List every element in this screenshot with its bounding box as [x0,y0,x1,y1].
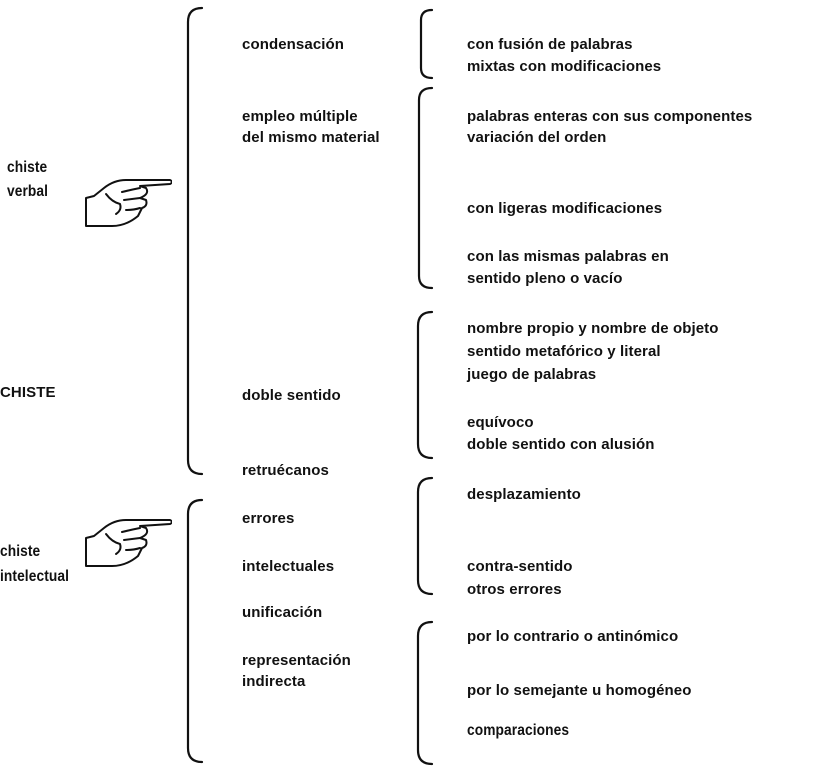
detail-condensacion-1: con fusión de palabras [467,36,633,53]
detail-errores-b-1: contra-sentido [467,558,573,575]
detail-errores-b-2: otros errores [467,581,562,598]
technique-condensacion: condensación [242,36,345,53]
brace-empleo-multiple [417,86,434,290]
technique-representacion-2: indirecta [242,673,306,690]
technique-empleo-2: del mismo material [242,129,380,146]
detail-repr-a: por lo contrario o antinómico [467,628,679,645]
detail-empleo-c-2: sentido pleno o vacío [467,270,623,287]
detail-repr-b: por lo semejante u homogéneo [467,682,692,699]
technique-empleo-1: empleo múltiple [242,108,358,125]
brace-doble-sentido [416,310,434,460]
pointing-hand-icon [85,519,172,567]
technique-doble-sentido: doble sentido [242,387,341,404]
branch-label-intelectual-1: chiste [0,543,41,560]
detail-doble-a-1: nombre propio y nombre de objeto [467,320,719,337]
detail-doble-a-3: juego de palabras [467,366,597,383]
detail-empleo-a-1: palabras enteras con sus componentes [467,108,753,125]
technique-retruecanos: retruécanos [242,462,329,479]
detail-condensacion-2: mixtas con modificaciones [467,58,662,75]
technique-unificacion: unificación [242,604,323,621]
detail-repr-c: comparaciones [467,722,570,739]
technique-intelectuales: intelectuales [242,558,335,575]
brace-condensacion [419,8,434,80]
brace-errores [416,476,434,596]
detail-empleo-a-2: variación del orden [467,129,607,146]
technique-representacion-1: representación [242,652,351,669]
pointing-hand-icon [85,179,172,227]
detail-errores-a-1: desplazamiento [467,486,581,503]
branch-label-intelectual-2: intelectual [0,568,70,585]
brace-chiste-intelectual [186,498,204,764]
detail-doble-b-1: equívoco [467,414,534,431]
detail-doble-a-2: sentido metafórico y literal [467,343,661,360]
branch-label-verbal-2: verbal [7,183,49,200]
brace-representacion [416,620,434,766]
detail-empleo-b-1: con ligeras modificaciones [467,200,663,217]
detail-empleo-c-1: con las mismas palabras en [467,248,669,265]
root-label: CHISTE [0,384,56,401]
technique-errores: errores [242,510,295,527]
detail-doble-b-2: doble sentido con alusión [467,436,655,453]
branch-label-verbal-1: chiste [7,159,48,176]
brace-chiste-verbal [186,6,204,476]
